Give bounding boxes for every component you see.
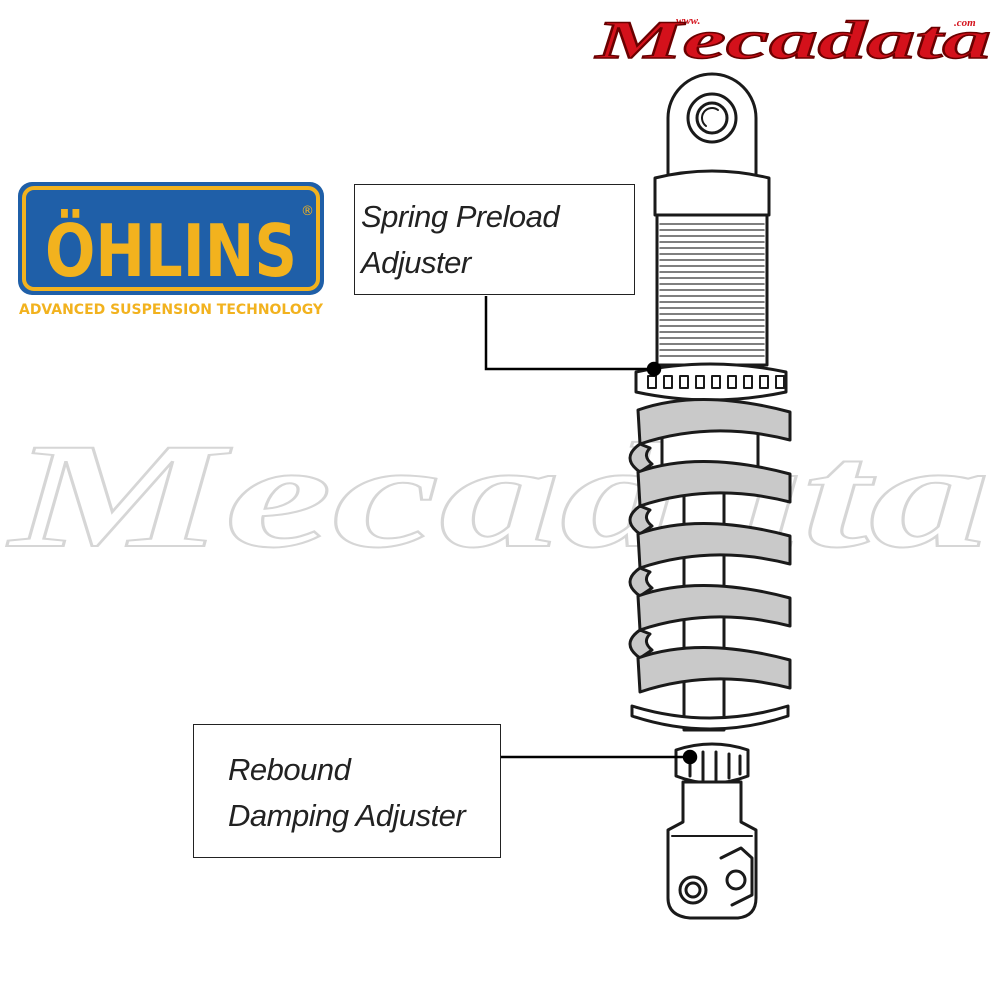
ohlins-badge-inner xyxy=(22,186,320,291)
ring-notch xyxy=(743,375,753,389)
ring-notch xyxy=(663,375,673,389)
ohlins-registered: ® xyxy=(301,204,314,219)
spring-coil-bend xyxy=(628,504,654,536)
preload-label-line1: Spring Preload xyxy=(361,199,560,234)
preload-ring xyxy=(634,362,788,402)
ohlins-wordmark: ÖHLINS xyxy=(45,209,297,293)
ohlins-tagline: ADVANCED SUSPENSION TECHNOLOGY xyxy=(19,302,324,317)
spring-coil-turn xyxy=(636,459,792,508)
ohlins-logo: ÖHLINS ® ADVANCED SUSPENSION TECHNOLOGY xyxy=(18,182,324,317)
preload-label-line2: Adjuster xyxy=(361,245,471,280)
brand-suffix: .com xyxy=(954,17,976,29)
rebound-damping-callout: Rebound Damping Adjuster xyxy=(193,724,501,858)
coil-spring xyxy=(628,397,792,694)
spring-coil-bend xyxy=(628,566,654,598)
lower-clevis-mount xyxy=(666,780,758,920)
spring-coil-turn xyxy=(636,645,792,694)
mecadata-watermark: Mecadata xyxy=(6,438,991,568)
ring-notch xyxy=(647,375,657,389)
top-eye-mount xyxy=(666,72,758,177)
spring-coil-turn xyxy=(636,521,792,570)
ring-notch xyxy=(679,375,689,389)
spring-coil-bend xyxy=(628,628,654,660)
brand-wordmark: Mecadata xyxy=(594,10,991,68)
ohlins-badge-outer xyxy=(18,182,324,295)
ring-notch xyxy=(759,375,769,389)
lower-spring-seat xyxy=(630,704,790,731)
rebound-leader xyxy=(501,749,698,765)
brand-prefix: www. xyxy=(676,15,700,27)
preload-leader xyxy=(484,296,662,377)
threaded-body xyxy=(655,213,769,367)
ring-notch xyxy=(727,375,737,389)
spring-preload-callout: Spring Preload Adjuster xyxy=(354,184,635,295)
spring-coil-turn xyxy=(636,397,792,446)
mecadata-logo: www. .com Mecadata xyxy=(593,9,991,68)
body-cap xyxy=(653,169,771,217)
ring-notch xyxy=(695,375,705,389)
ring-notch xyxy=(775,375,785,389)
ring-notch xyxy=(711,375,721,389)
rebound-label-line1: Rebound xyxy=(228,752,351,787)
watermark-text: Mecadata xyxy=(7,438,990,568)
rebound-label-line2: Damping Adjuster xyxy=(228,798,466,833)
spring-coil-turn xyxy=(636,583,792,632)
spring-coil-bend xyxy=(628,442,654,474)
